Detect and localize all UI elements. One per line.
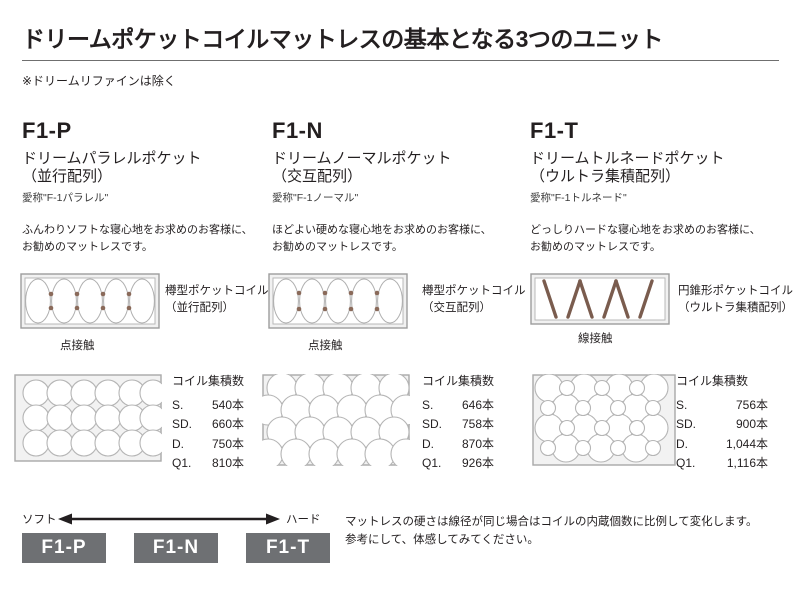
coil-count-value: 750本 (211, 436, 245, 451)
table-row: S. 540本 (172, 396, 244, 415)
column-f1n-description: ほどよい硬めな寝心地をお求めのお客様に、 お勧めのマットレスです。 (272, 222, 492, 256)
top-view-packing-parallel (14, 374, 162, 462)
footnote-line1: マットレスの硬さは線径が同じ場合はコイルの内蔵個数に比例して変化します。 (345, 516, 758, 528)
coil-count-value: 900本 (735, 417, 768, 432)
product-name-line1: ドリームトルネードポケット (530, 150, 725, 167)
coil-count-value: 540本 (211, 398, 245, 412)
coil-count-heading: コイル集積数 (676, 374, 749, 388)
size-label: S. (676, 398, 688, 412)
product-name-line1: ドリームノーマルポケット (272, 150, 452, 167)
table-row: S. 756本 (676, 396, 768, 415)
coil-count-value: 756本 (735, 398, 768, 412)
coil-count-value: 870本 (461, 436, 495, 451)
product-code: F1-P (22, 118, 72, 143)
table-row: SD. 660本 (172, 415, 244, 434)
footnote: マットレスの硬さは線径が同じ場合はコイルの内蔵個数に比例して変化します。 参考に… (345, 513, 795, 549)
top-view-packing-alternating (262, 374, 410, 466)
coil-type-line1: 円錐形ポケットコイル (678, 285, 793, 297)
description-line1: どっしりハードな寝心地をお求めのお客様に、 (530, 224, 761, 236)
column-f1t-description: どっしりハードな寝心地をお求めのお客様に、 お勧めのマットレスです。 (530, 222, 761, 256)
coil-count-value: 1,044本 (725, 436, 768, 451)
description-line1: ふんわりソフトな寝心地をお求めのお客様に、 (22, 224, 253, 236)
size-label: SD. (172, 417, 193, 432)
coil-type-line2: （交互配列） (422, 302, 491, 315)
page-subtitle: ※ドリームリファインは除く (22, 74, 176, 88)
firmness-scale-arrow-icon (58, 513, 280, 525)
description-line2: お勧めのマットレスです。 (272, 241, 403, 254)
size-label: S. (172, 398, 184, 412)
scale-chip-f1t: F1-T (246, 533, 330, 563)
column-f1n-heading: F1-N ドリームノーマルポケット （交互配列） 愛称"F-1ノーマル" (272, 120, 452, 205)
coil-count-value: 1,116本 (726, 456, 768, 471)
table-row: Q1. 1,116本 (676, 454, 768, 473)
coil-count-table-f1p: コイル集積数 S. 540本 SD. 660本 D. 750本 Q1. 810本 (172, 372, 244, 474)
coil-type-line1: 樽型ポケットコイル (422, 285, 526, 297)
footnote-line2: 参考にして、体感してみてください。 (345, 534, 539, 547)
coil-count-heading: コイル集積数 (422, 374, 495, 388)
description-line2: お勧めのマットレスです。 (530, 241, 661, 254)
product-code: F1-T (530, 118, 579, 143)
table-row: D. 1,044本 (676, 435, 768, 454)
table-row: Q1. 810本 (172, 454, 244, 473)
coil-type-line2: （並行配列） (165, 302, 234, 315)
product-code: F1-N (272, 118, 323, 143)
coil-type-label-parallel: 樽型ポケットコイル （並行配列） (165, 283, 269, 318)
size-label: Q1. (172, 456, 192, 471)
coil-type-label-alternating: 樽型ポケットコイル （交互配列） (422, 283, 526, 318)
product-nickname: 愛称"F-1トルネード" (530, 191, 627, 204)
table-row: SD. 758本 (422, 415, 494, 434)
size-label: SD. (676, 417, 697, 432)
coil-type-line1: 樽型ポケットコイル (165, 285, 269, 297)
description-line1: ほどよい硬めな寝心地をお求めのお客様に、 (272, 224, 492, 236)
coil-count-value: 758本 (461, 417, 495, 432)
product-name-line2: （ウルトラ集積配列） (530, 168, 681, 186)
coil-count-value: 646本 (461, 398, 495, 412)
contact-type-alternating: 点接触 (308, 340, 343, 352)
page-title: ドリームポケットコイルマットレスの基本となる3つのユニット (22, 26, 663, 52)
coil-count-heading: コイル集積数 (172, 374, 245, 388)
scale-soft-label: ソフト (22, 514, 57, 526)
contact-type-parallel: 点接触 (60, 340, 95, 352)
scale-chip-f1n: F1-N (134, 533, 218, 563)
size-label: SD. (422, 417, 443, 432)
contact-type-conical: 線接触 (578, 333, 613, 345)
coil-count-table-f1t: コイル集積数 S. 756本 SD. 900本 D. 1,044本 Q1. 1,… (676, 372, 768, 474)
coil-count-value: 810本 (211, 456, 245, 471)
size-label: Q1. (422, 456, 442, 471)
product-nickname: 愛称"F-1パラレル" (22, 191, 109, 204)
coil-type-label-conical: 円錐形ポケットコイル （ウルトラ集積配列） (678, 283, 793, 318)
scale-chip-f1p: F1-P (22, 533, 106, 563)
title-divider (22, 60, 779, 61)
product-name-line2: （並行配列） (22, 168, 113, 186)
column-f1p-description: ふんわりソフトな寝心地をお求めのお客様に、 お勧めのマットレスです。 (22, 222, 253, 256)
table-row: S. 646本 (422, 396, 494, 415)
top-view-packing-ultra-dense (532, 374, 676, 466)
size-label: D. (676, 436, 688, 451)
coil-type-line2: （ウルトラ集積配列） (678, 302, 793, 315)
scale-hard-label: ハード (286, 514, 321, 526)
coil-count-table-f1n: コイル集積数 S. 646本 SD. 758本 D. 870本 Q1. 926本 (422, 372, 494, 474)
description-line2: お勧めのマットレスです。 (22, 241, 153, 254)
product-nickname: 愛称"F-1ノーマル" (272, 191, 359, 204)
column-f1p-heading: F1-P ドリームパラレルポケット （並行配列） 愛称"F-1パラレル" (22, 120, 202, 205)
table-row: D. 750本 (172, 435, 244, 454)
column-f1t-heading: F1-T ドリームトルネードポケット （ウルトラ集積配列） 愛称"F-1トルネー… (530, 120, 725, 205)
product-name-line1: ドリームパラレルポケット (22, 150, 202, 167)
product-name-line2: （交互配列） (272, 168, 363, 186)
table-row: SD. 900本 (676, 415, 768, 434)
coil-count-value: 926本 (461, 456, 495, 471)
cross-section-diagram-conical (530, 273, 670, 325)
size-label: D. (172, 436, 184, 451)
size-label: Q1. (676, 456, 696, 471)
cross-section-diagram-parallel (20, 273, 160, 329)
table-row: D. 870本 (422, 435, 494, 454)
coil-count-value: 660本 (211, 417, 245, 432)
cross-section-diagram-alternating (268, 273, 408, 329)
size-label: S. (422, 398, 434, 412)
size-label: D. (422, 436, 434, 451)
table-row: Q1. 926本 (422, 454, 494, 473)
